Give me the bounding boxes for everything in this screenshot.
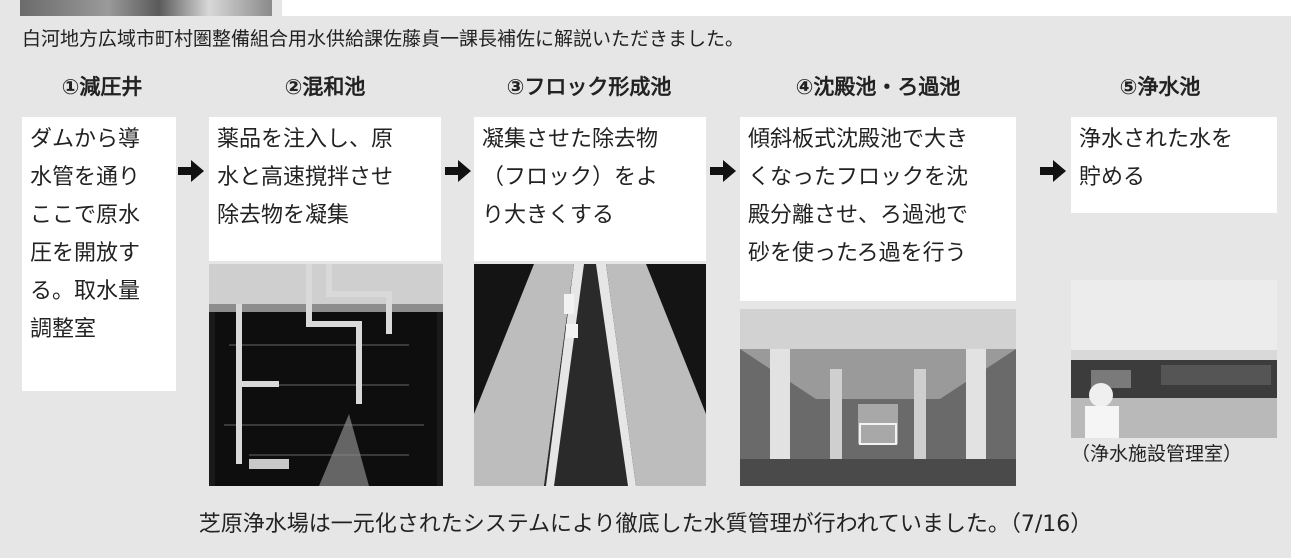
step-desc-line: 水管を通り xyxy=(30,165,141,190)
arrow-right-icon xyxy=(1040,160,1066,182)
step-desc-line: 傾斜板式沈殿池で大き xyxy=(748,127,969,152)
flocculation-basin-photo xyxy=(474,264,706,486)
step-desc-line: 調整室 xyxy=(30,317,97,342)
footer-summary: 芝原浄水場は一元化されたシステムにより徹底した水質管理が行われていました。（7/… xyxy=(198,512,1093,537)
sedimentation-filtration-photo xyxy=(740,309,1016,486)
top-white-bar xyxy=(282,0,1291,16)
step-desc-1: ダムから導 水管を通り ここで原水 圧を開放す る。取水量 調整室 xyxy=(22,117,176,391)
step-desc-line: 浄水された水を xyxy=(1079,127,1234,152)
control-room-photo xyxy=(1071,280,1277,438)
step-desc-5: 浄水された水を 貯める xyxy=(1071,117,1277,213)
control-room-caption: （浄水施設管理室） xyxy=(1071,443,1243,465)
step-desc-line: ここで原水 xyxy=(30,203,141,228)
step-desc-4: 傾斜板式沈殿池で大き くなったフロックを沈 殿分離させ、ろ過池で 砂を使ったろ過… xyxy=(740,117,1016,301)
step-title-1: ①減圧井 xyxy=(61,75,143,99)
top-strip xyxy=(0,0,1291,18)
step-title-2: ②混和池 xyxy=(284,75,366,99)
step-desc-line: 凝集させた除去物 xyxy=(482,127,659,152)
step-title-3: ③フロック形成池 xyxy=(506,75,672,99)
step-desc-line: 水と高速撹拌させ xyxy=(217,165,394,190)
step-desc-3: 凝集させた除去物 （フロック）をよ り大きくする xyxy=(474,117,706,261)
step-desc-line: 薬品を注入し、原 xyxy=(217,127,394,152)
step-desc-line: ダムから導 xyxy=(30,127,141,152)
step-desc-line: 除去物を凝集 xyxy=(217,203,350,228)
step-desc-2: 薬品を注入し、原 水と高速撹拌させ 除去物を凝集 xyxy=(209,117,441,261)
step-desc-line: る。取水量 xyxy=(30,279,141,304)
arrow-right-icon xyxy=(445,160,471,182)
step-desc-line: 圧を開放す xyxy=(30,241,141,266)
mixing-basin-photo xyxy=(209,264,443,486)
step-title-4: ④沈殿池・ろ過池 xyxy=(795,75,961,99)
step-desc-line: 貯める xyxy=(1079,165,1146,190)
step-desc-line: り大きくする xyxy=(482,203,615,228)
step-desc-line: 砂を使ったろ過を行う xyxy=(748,241,967,266)
top-photo-fragment xyxy=(20,0,272,16)
step-desc-line: （フロック）をよ xyxy=(482,165,659,190)
intro-text: 白河地方広域市町村圏整備組合用水供給課佐藤貞一課長補佐に解説いただきました。 xyxy=(22,28,745,50)
arrow-right-icon xyxy=(710,160,736,182)
step-desc-line: くなったフロックを沈 xyxy=(748,165,969,190)
arrow-right-icon xyxy=(178,160,204,182)
step-desc-line: 殿分離させ、ろ過池で xyxy=(748,203,969,228)
step-title-5: ⑤浄水池 xyxy=(1119,75,1201,99)
